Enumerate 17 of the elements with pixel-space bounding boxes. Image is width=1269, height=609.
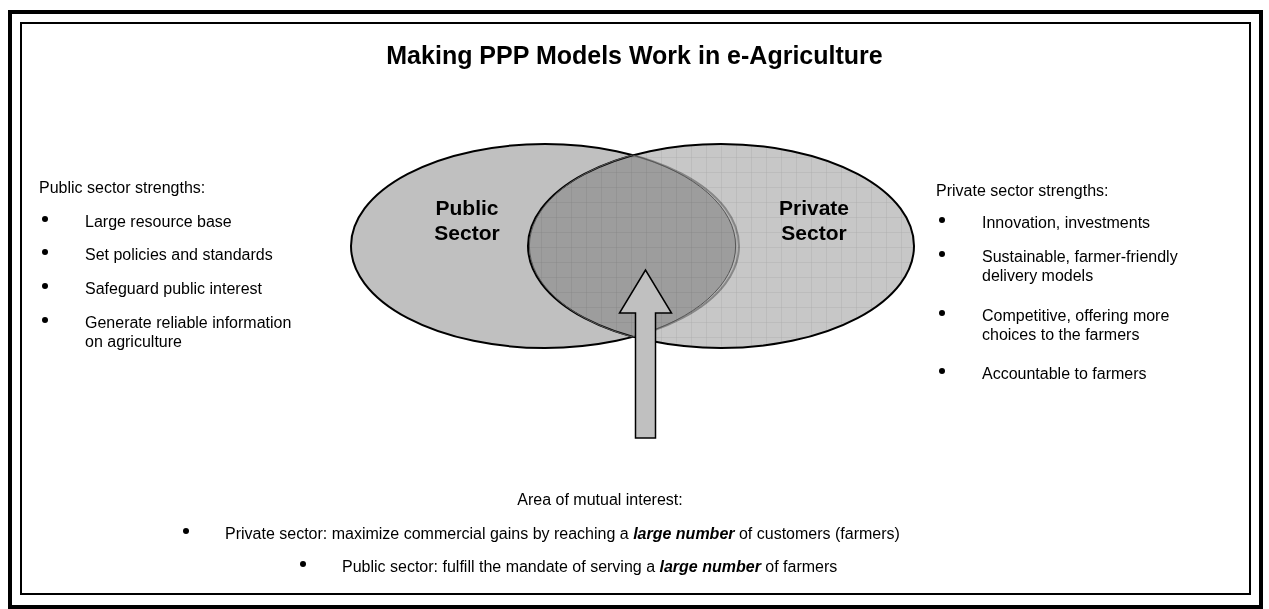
list-heading: Public sector strengths: (39, 178, 206, 197)
bullet-text: Private sector: maximize commercial gains by reaching a large number of customers (farmers) (225, 524, 900, 543)
list-item: Generate reliable information on agriculture (85, 313, 293, 351)
list-item: Sustainable, farmer-friendly delivery models (982, 247, 1179, 285)
bullet-text: Public sector: fulfill the mandate of serving a large number of farmers (342, 557, 838, 576)
block-arrow (618, 268, 673, 439)
heading-text: Area of mutual interest: (516, 490, 684, 509)
list-heading: Private sector strengths: (936, 181, 1109, 200)
list-item: Innovation, investments (982, 213, 1151, 232)
list-item: Competitive, offering more choices to the farmers (982, 306, 1171, 344)
diagram-title: Making PPP Models Work in e-Agriculture (385, 40, 884, 70)
ellipse-label: Private Sector (777, 195, 850, 245)
ellipse-label: Public Sector (433, 195, 501, 245)
list-item: Set policies and standards (85, 245, 273, 264)
list-item: Large resource base (85, 212, 232, 231)
list-item: Accountable to farmers (982, 364, 1147, 383)
list-item: Safeguard public interest (85, 279, 262, 298)
